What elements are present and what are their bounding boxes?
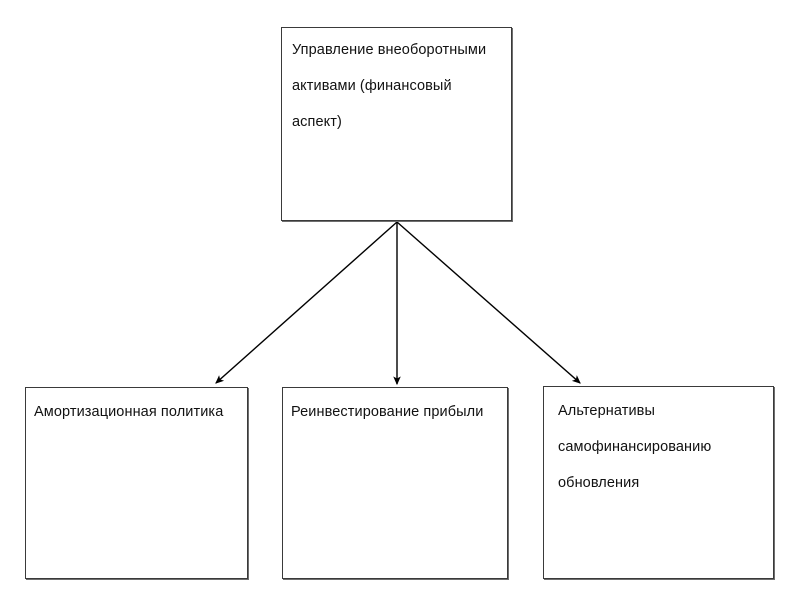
node-alternatives[interactable]: Альтернативы самофинансированию обновлен… [543, 386, 774, 579]
node-depreciation[interactable]: Амортизационная политика [25, 387, 248, 579]
edge-root-to-alternatives [396, 221, 581, 384]
node-alternatives-label: Альтернативы самофинансированию обновлен… [558, 403, 716, 491]
edge-root-to-depreciation [215, 221, 398, 384]
node-reinvestment[interactable]: Реинвестирование прибыли [282, 387, 508, 579]
node-root[interactable]: Управление внеоборотными активами (финан… [281, 27, 512, 221]
node-reinvestment-label: Реинвестирование прибыли [291, 404, 484, 420]
node-depreciation-label: Амортизационная политика [34, 404, 224, 420]
node-root-label: Управление внеоборотными активами (финан… [292, 42, 491, 130]
